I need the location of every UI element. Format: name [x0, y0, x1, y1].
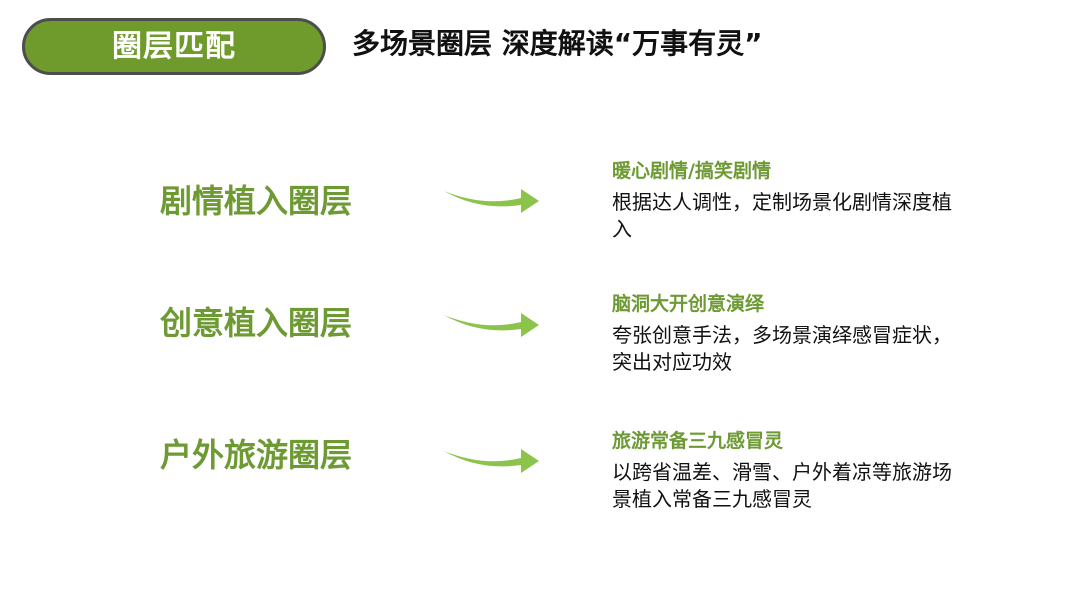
curved-right-arrow-icon	[444, 189, 539, 213]
curved-right-arrow-icon	[444, 449, 539, 473]
curved-right-arrow-icon	[444, 313, 539, 337]
circle-desc-title: 暖心剧情/搞笑剧情	[612, 160, 771, 182]
circle-row-plot: 剧情植入圈层 暖心剧情/搞笑剧情 根据达人调性，定制场景化剧情深度植入	[0, 158, 1080, 268]
circle-desc-title: 脑洞大开创意演绎	[612, 293, 765, 315]
circle-row-outdoor: 户外旅游圈层 旅游常备三九感冒灵 以跨省温差、滑雪、户外着凉等旅游场景植入常备三…	[0, 430, 1080, 540]
circle-desc-text: 根据达人调性，定制场景化剧情深度植入	[612, 190, 952, 241]
circle-desc-title: 旅游常备三九感冒灵	[612, 430, 784, 452]
circle-desc-text: 以跨省温差、滑雪、户外着凉等旅游场景植入常备三九感冒灵	[612, 460, 952, 511]
section-badge-label: 圈层匹配	[112, 28, 236, 64]
circle-label: 户外旅游圈层	[160, 436, 353, 474]
section-badge: 圈层匹配	[22, 18, 326, 75]
page-title: 多场景圈层 深度解读“万事有灵”	[352, 27, 763, 60]
circle-row-creative: 创意植入圈层 脑洞大开创意演绎 夸张创意手法，多场景演绎感冒症状，突出对应功效	[0, 294, 1080, 404]
circle-desc-text: 夸张创意手法，多场景演绎感冒症状，突出对应功效	[612, 323, 952, 374]
circle-label: 创意植入圈层	[160, 304, 353, 342]
circle-label: 剧情植入圈层	[160, 182, 353, 220]
